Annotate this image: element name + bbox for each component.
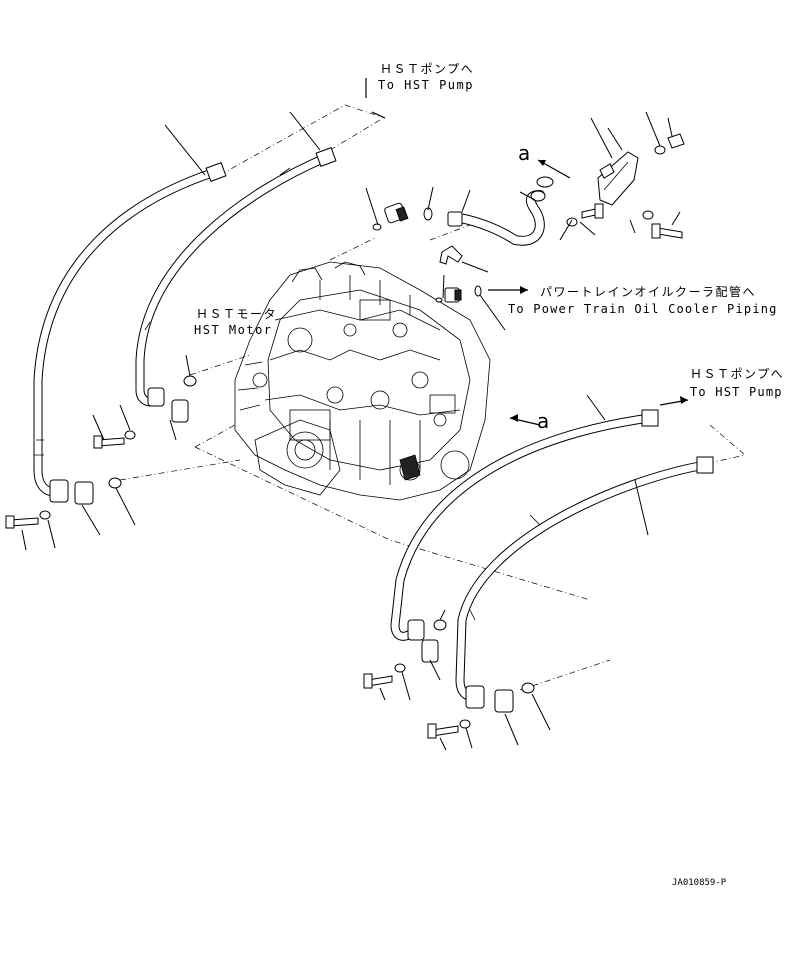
right-inner-hose	[390, 409, 659, 641]
hst-motor-assembly	[234, 261, 491, 501]
pump-top-label-jp: ＨＳＴポンプへ	[380, 62, 474, 76]
motor-label-jp: ＨＳＴモータ	[196, 307, 277, 321]
view-a-marker-top: a	[518, 141, 530, 165]
right-outer-hose	[455, 456, 714, 702]
drawing-id: JA010859-P	[672, 878, 727, 888]
view-a-marker-mid: a	[537, 409, 549, 433]
pump-right-label-jp: ＨＳＴポンプへ	[690, 367, 784, 381]
right-fittings	[363, 619, 535, 739]
leader-lines	[21, 111, 681, 751]
pump-top-label-en: To HST Pump	[378, 78, 474, 92]
text-labels: ＨＳＴポンプへ To HST Pump ＨＳＴモータ HST Motor パワー…	[194, 62, 784, 888]
left-outer-hose	[33, 162, 227, 497]
motor-label-en: HST Motor	[194, 323, 273, 337]
pump-right-label-en: To HST Pump	[690, 385, 783, 399]
reference-lines	[119, 104, 746, 691]
left-inner-hose	[135, 147, 337, 407]
left-fittings	[5, 375, 197, 529]
direction-arrows	[365, 78, 689, 426]
cooler-label-en: To Power Train Oil Cooler Piping	[508, 302, 778, 316]
cooler-label-jp: パワートレインオイルクーラ配管へ	[540, 284, 756, 299]
cooler-piping-fittings	[372, 176, 554, 303]
bracket-assembly	[566, 133, 685, 239]
